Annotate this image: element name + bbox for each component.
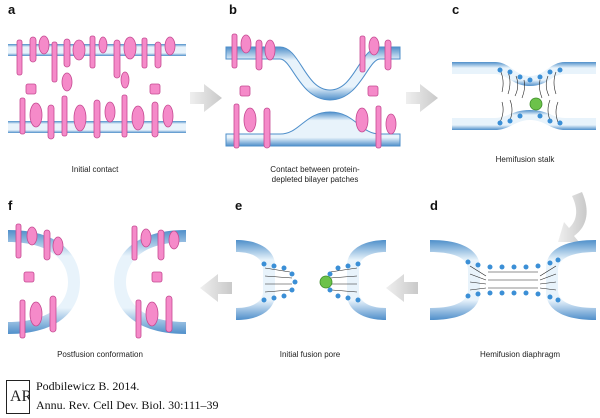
panel-d-caption: Hemifusion diaphragm	[479, 350, 561, 359]
panel-f-label: f	[8, 198, 13, 213]
panel-a-graphic	[8, 35, 186, 140]
panel-c-label: c	[452, 2, 460, 17]
panel-b-caption: Contact between protein- depleted bilaye…	[240, 165, 390, 185]
arrow-c-to-d	[558, 192, 587, 242]
panel-f-proteins	[15, 223, 180, 339]
panel-e-label: e	[235, 198, 243, 213]
panel-b-graphic	[225, 33, 401, 149]
panel-d-right-membrane	[546, 240, 596, 320]
panel-b-top-membrane	[225, 46, 401, 101]
panel-b-label: b	[229, 2, 237, 17]
panel-e-caption: Initial fusion pore	[279, 350, 341, 359]
arrow-b-to-c	[406, 84, 438, 112]
panel-a-caption: Initial contact	[71, 165, 119, 174]
panel-e-lipids	[264, 267, 358, 293]
panel-b-caption-line-2: depleted bilayer patches	[271, 175, 359, 184]
arrow-d-to-e	[386, 274, 418, 302]
panel-e-graphic	[236, 240, 386, 320]
panel-e-left-membrane	[236, 240, 275, 320]
panel-e-fusion-protein	[319, 275, 333, 289]
panel-d-lipid-diaphragm	[469, 265, 557, 291]
panel-a-proteins	[16, 35, 176, 140]
panel-c-graphic	[452, 62, 596, 130]
panel-f-graphic	[8, 223, 186, 339]
panel-c-caption: Hemifusion stalk	[495, 155, 555, 164]
panel-f-left-membrane	[8, 230, 80, 334]
citation-block: AR Podbilewicz B. 2014. Annu. Rev. Cell …	[4, 378, 334, 416]
annual-reviews-logo-icon: AR	[10, 388, 33, 405]
panel-d-graphic	[430, 240, 596, 320]
panel-c-bottom-membrane	[452, 110, 596, 130]
panel-c-fusion-protein	[529, 97, 543, 111]
arrow-e-to-f	[200, 274, 232, 302]
panel-e-lipid-heads	[261, 261, 361, 303]
logo-text: AR	[10, 388, 29, 405]
panel-e-right-membrane	[347, 240, 386, 320]
arrow-a-to-b	[190, 84, 222, 112]
annual-reviews-logo: AR	[6, 380, 33, 414]
panel-f-caption: Postfusion conformation	[57, 350, 143, 359]
panel-d-lipid-heads	[465, 257, 561, 303]
citation-line-1: Podbilewicz B. 2014.	[36, 379, 140, 393]
panel-c-lipid-stalk	[499, 69, 559, 123]
panel-c-lipid-heads	[497, 67, 563, 126]
panel-d-left-membrane	[430, 240, 480, 320]
panel-c-top-membrane	[452, 62, 596, 86]
citation-line-2: Annu. Rev. Cell Dev. Biol. 30:111–39	[36, 398, 219, 412]
panel-a-label: a	[8, 2, 16, 17]
panel-d-label: d	[430, 198, 438, 213]
panel-b-proteins	[231, 33, 397, 149]
panel-b-caption-line-1: Contact between protein-	[270, 165, 360, 174]
